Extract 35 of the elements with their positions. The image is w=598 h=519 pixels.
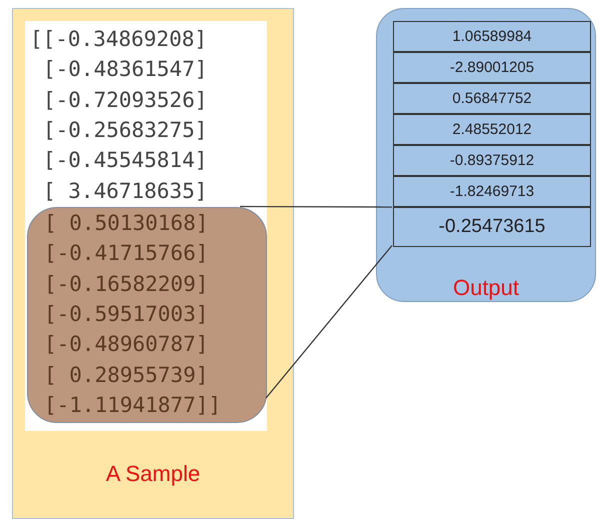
table-cell [393,145,591,176]
array-row-text: [-0.59517003] [44,300,208,328]
cell-value: 0.56847752 [451,90,533,107]
table-cell [393,114,591,145]
cell-value: -1.82469713 [448,182,536,200]
array-row-text: [-0.41715766] [44,240,208,268]
cell-value: 1.06589984 [451,28,533,45]
cell-value: -0.25473615 [438,216,546,238]
array-row-text: [-0.16582209] [44,270,208,298]
table-cell [393,83,591,114]
cell-value: -2.89001205 [448,58,536,76]
array-row-text: [ 3.46718635] [43,178,208,204]
array-row-text: [-0.48361547] [43,56,208,84]
sample-panel [12,8,294,519]
array-row-text: [[-0.34869208] [30,26,208,53]
array-row-text: [ 0.50130168] [44,210,208,237]
connector-line [266,245,392,398]
array-row-text: [ 0.28955739] [44,362,208,388]
array-row-text: [-0.25683275] [43,116,208,144]
cell-value: -0.89375912 [448,152,536,169]
array-row-text: [-1.11941877]] [44,392,222,419]
array-row-text: [-0.48960787] [44,331,208,358]
panel-label: A Sample [104,461,202,487]
array-box [25,21,267,431]
table-cell [393,176,591,207]
cell-value: 2.48552012 [451,120,533,138]
panel-label: Output [452,275,520,301]
table-cell [393,207,591,247]
output-panel [376,8,596,302]
array-row-text: [-0.45545814] [43,147,208,174]
highlight-box [27,207,267,423]
table-cell [393,52,591,83]
connector-line [240,206,392,208]
array-row-text: [-0.72093526] [43,86,208,114]
table-cell [393,21,591,52]
